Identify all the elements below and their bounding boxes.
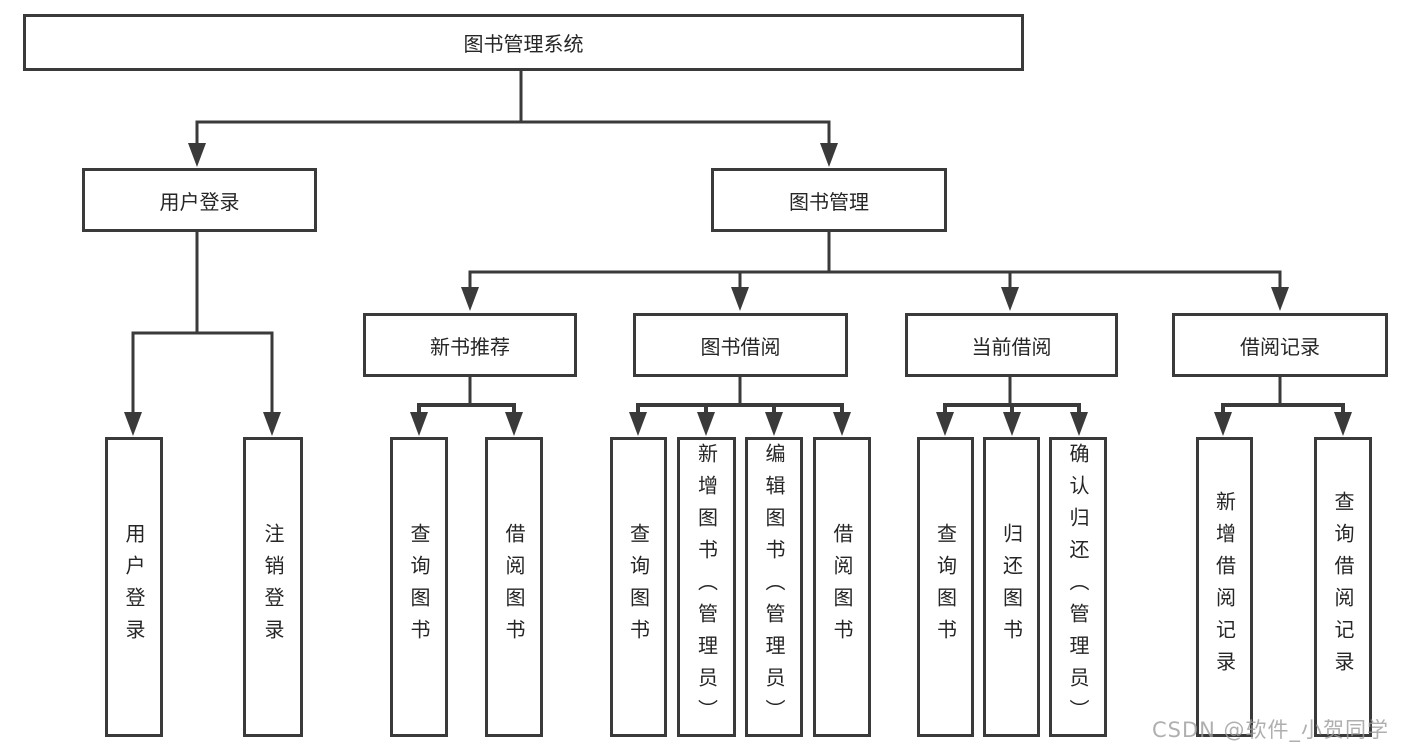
edge-root-bar bbox=[195, 120, 831, 146]
node-borrow-records: 借阅记录 bbox=[1172, 313, 1388, 377]
arrow-borrow-add bbox=[697, 412, 715, 436]
node-new-books: 新书推荐 bbox=[363, 313, 577, 377]
leaf-records-add: 新增借阅记录 bbox=[1196, 437, 1253, 737]
edge-book-borrow-bar bbox=[636, 403, 844, 414]
csdn-watermark: CSDN @软件_小贺同学 bbox=[1152, 718, 1390, 742]
leaf-newbooks-query-label: 查询图书 bbox=[407, 523, 431, 651]
arrow-records-add bbox=[1214, 412, 1232, 436]
node-user-login-label: 用户登录 bbox=[159, 189, 240, 214]
arrow-newbooks-query bbox=[410, 412, 428, 436]
node-borrow-records-label: 借阅记录 bbox=[1240, 334, 1320, 359]
leaf-records-add-label: 新增借阅记录 bbox=[1212, 491, 1237, 683]
node-root: 图书管理系统 bbox=[23, 14, 1024, 71]
leaf-borrow-add: 新增图书（管理员） bbox=[677, 437, 736, 737]
edge-book-mgmt-bar bbox=[468, 270, 1282, 291]
leaf-login: 用户登录 bbox=[105, 437, 163, 737]
arrow-to-book-mgmt bbox=[820, 143, 838, 167]
arrow-to-current-borrow bbox=[1001, 287, 1019, 311]
leaf-newbooks-borrow-label: 借阅图书 bbox=[502, 523, 526, 651]
leaf-borrow-query-label: 查询图书 bbox=[626, 523, 651, 651]
arrow-to-leaf-login bbox=[124, 412, 142, 436]
arrow-records-query bbox=[1334, 412, 1352, 436]
arrow-to-book-borrow bbox=[731, 287, 749, 311]
node-new-books-label: 新书推荐 bbox=[430, 334, 510, 359]
arrow-current-confirm bbox=[1070, 412, 1088, 436]
leaf-borrow-edit: 编辑图书（管理员） bbox=[745, 437, 803, 737]
node-book-mgmt: 图书管理 bbox=[711, 168, 947, 232]
arrow-to-user-login bbox=[188, 143, 206, 167]
node-book-borrow-label: 图书借阅 bbox=[700, 334, 781, 359]
node-user-login: 用户登录 bbox=[82, 168, 317, 232]
leaf-login-label: 用户登录 bbox=[122, 523, 146, 651]
node-current-borrow-label: 当前借阅 bbox=[971, 334, 1052, 359]
arrow-borrow-borrow bbox=[833, 412, 851, 436]
leaf-records-query-label: 查询借阅记录 bbox=[1331, 491, 1355, 683]
arrow-current-query bbox=[936, 412, 954, 436]
node-book-mgmt-label: 图书管理 bbox=[789, 189, 869, 214]
leaf-current-confirm-label: 确认归还（管理员） bbox=[1066, 443, 1090, 731]
edge-user-login-bar bbox=[131, 331, 274, 414]
leaf-newbooks-borrow: 借阅图书 bbox=[485, 437, 543, 737]
leaf-newbooks-query: 查询图书 bbox=[390, 437, 448, 737]
leaf-borrow-borrow: 借阅图书 bbox=[813, 437, 871, 737]
arrow-to-new-books bbox=[461, 287, 479, 311]
leaf-logout-label: 注销登录 bbox=[261, 523, 285, 651]
leaf-borrow-add-label: 新增图书（管理员） bbox=[694, 443, 719, 731]
arrow-current-return bbox=[1003, 412, 1021, 436]
arrow-borrow-edit bbox=[765, 412, 783, 436]
leaf-records-query: 查询借阅记录 bbox=[1314, 437, 1372, 737]
leaf-current-return: 归还图书 bbox=[983, 437, 1040, 737]
edge-new-books-bar bbox=[417, 403, 516, 414]
arrow-to-leaf-logout bbox=[263, 412, 281, 436]
node-current-borrow: 当前借阅 bbox=[905, 313, 1118, 377]
leaf-borrow-borrow-label: 借阅图书 bbox=[830, 523, 854, 651]
leaf-borrow-edit-label: 编辑图书（管理员） bbox=[762, 443, 786, 731]
leaf-current-query-label: 查询图书 bbox=[933, 523, 958, 651]
leaf-current-query: 查询图书 bbox=[917, 437, 974, 737]
leaf-logout: 注销登录 bbox=[243, 437, 303, 737]
arrow-borrow-query bbox=[629, 412, 647, 436]
node-root-label: 图书管理系统 bbox=[463, 32, 584, 56]
leaf-current-confirm: 确认归还（管理员） bbox=[1049, 437, 1107, 737]
arrow-newbooks-borrow bbox=[505, 412, 523, 436]
node-book-borrow: 图书借阅 bbox=[633, 313, 848, 377]
arrow-to-borrow-records bbox=[1271, 287, 1289, 311]
leaf-current-return-label: 归还图书 bbox=[999, 523, 1024, 651]
leaf-borrow-query: 查询图书 bbox=[610, 437, 667, 737]
edge-borrow-records-bar bbox=[1221, 403, 1345, 414]
